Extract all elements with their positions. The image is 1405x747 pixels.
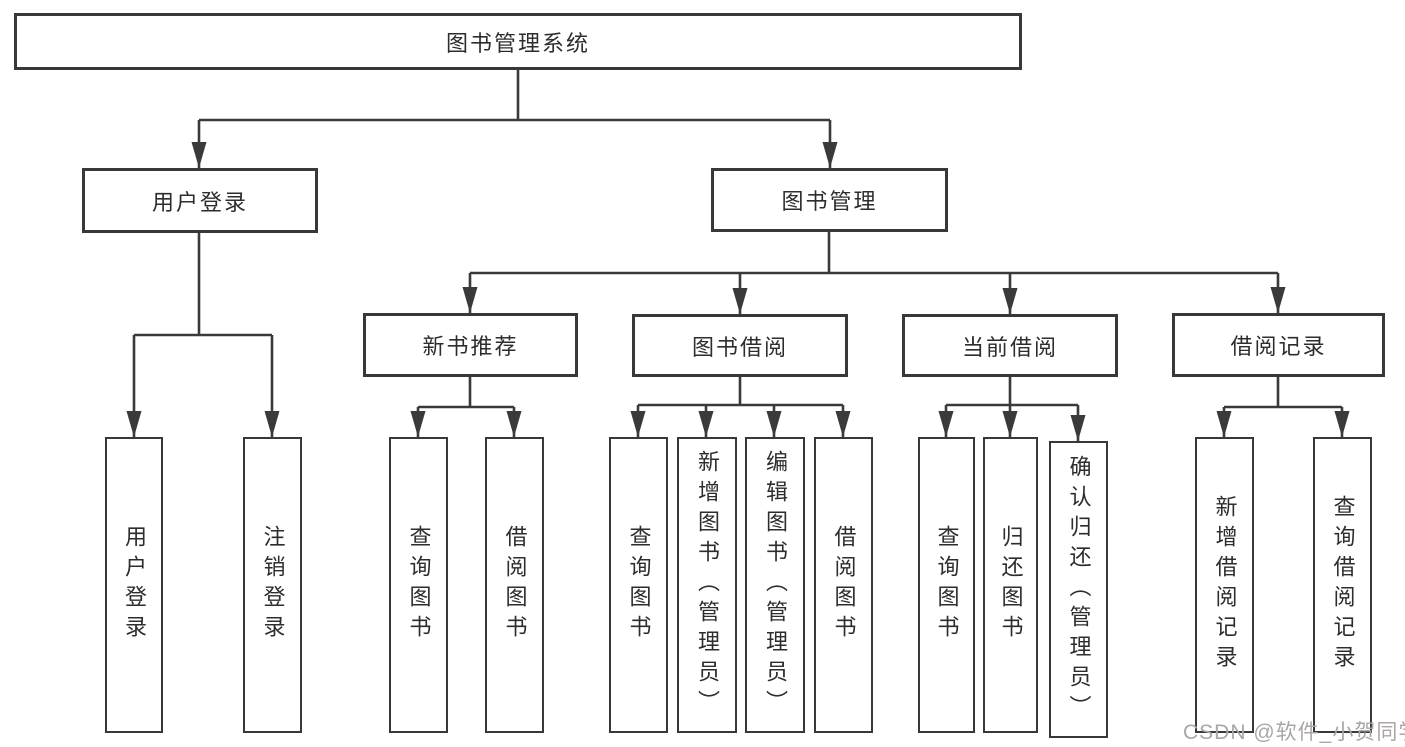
connector-trunks xyxy=(134,70,1342,409)
leaf-query-books-recommend: 查询图书 xyxy=(389,437,448,733)
node-current-borrow-label: 当前借阅 xyxy=(961,334,1058,360)
leaf-query-books-recommend-label: 查询图书 xyxy=(406,525,432,645)
node-current-borrow: 当前借阅 xyxy=(902,314,1118,377)
node-book-management-branch: 图书管理 xyxy=(711,168,948,232)
leaf-add-borrow-record: 新增借阅记录 xyxy=(1195,437,1254,733)
csdn-watermark: CSDN @软件_小贺同学 xyxy=(1183,721,1405,744)
leaf-logout-label: 注销登录 xyxy=(260,525,286,645)
leaf-edit-book-admin: 编辑图书（管理员） xyxy=(745,437,805,733)
leaf-return-book: 归还图书 xyxy=(983,437,1038,733)
leaf-confirm-return-admin: 确认归还（管理员） xyxy=(1049,441,1108,738)
leaf-user-login-label: 用户登录 xyxy=(122,525,147,645)
leaf-edit-book-admin-label: 编辑图书（管理员） xyxy=(763,450,788,720)
leaf-add-borrow-record-label: 新增借阅记录 xyxy=(1212,495,1238,675)
node-user-login-branch: 用户登录 xyxy=(82,168,318,233)
leaf-query-books-borrow: 查询图书 xyxy=(609,437,668,733)
leaf-add-book-admin-label: 新增图书（管理员） xyxy=(695,450,720,720)
node-borrow-records: 借阅记录 xyxy=(1172,313,1385,377)
node-root-label: 图书管理系统 xyxy=(445,30,590,56)
leaf-query-books-current: 查询图书 xyxy=(918,437,975,733)
node-user-login-branch-label: 用户登录 xyxy=(151,189,248,215)
node-borrow-records-label: 借阅记录 xyxy=(1230,334,1327,359)
node-book-borrow: 图书借阅 xyxy=(632,314,848,377)
leaf-query-books-borrow-label: 查询图书 xyxy=(626,525,652,645)
leaf-confirm-return-admin-label: 确认归还（管理员） xyxy=(1066,454,1092,725)
leaf-query-borrow-record-label: 查询借阅记录 xyxy=(1330,495,1356,675)
leaf-borrow-books-recommend-label: 借阅图书 xyxy=(502,525,528,645)
leaf-borrow-books-label: 借阅图书 xyxy=(831,525,857,645)
node-root: 图书管理系统 xyxy=(14,13,1022,70)
node-book-borrow-label: 图书借阅 xyxy=(691,334,788,360)
node-book-management-branch-label: 图书管理 xyxy=(781,189,878,214)
leaf-logout: 注销登录 xyxy=(243,437,302,733)
leaf-query-books-current-label: 查询图书 xyxy=(934,525,960,645)
leaf-return-book-label: 归还图书 xyxy=(998,525,1024,645)
leaf-borrow-books-recommend: 借阅图书 xyxy=(485,437,544,733)
leaf-add-book-admin: 新增图书（管理员） xyxy=(677,437,737,733)
leaf-borrow-books: 借阅图书 xyxy=(814,437,873,733)
node-new-book-recommend-label: 新书推荐 xyxy=(422,334,519,359)
leaf-user-login: 用户登录 xyxy=(105,437,163,733)
leaf-query-borrow-record: 查询借阅记录 xyxy=(1313,437,1372,733)
node-new-book-recommend: 新书推荐 xyxy=(363,313,578,377)
